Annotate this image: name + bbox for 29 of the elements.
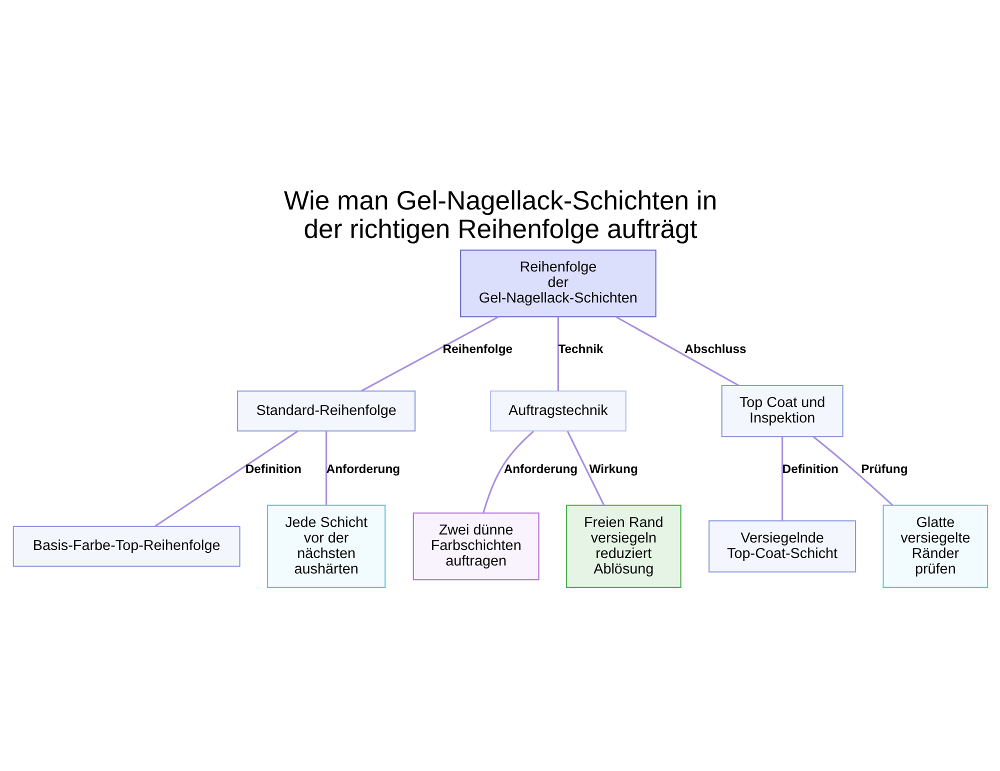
edge-label: Definition	[244, 462, 302, 476]
node-box: Reihenfolge der Gel-Nagellack-Schichten	[460, 250, 656, 318]
connector	[360, 316, 498, 392]
node-box: Glatte versiegelte Ränder prüfen	[882, 504, 988, 588]
node-box: Standard-Reihenfolge	[236, 390, 416, 432]
edge-label: Prüfung	[860, 462, 908, 476]
connector	[482, 430, 534, 514]
connector	[615, 316, 738, 386]
diagram-title: Wie man Gel-Nagellack-Schichten in der richtigen Reihenfolge aufträgt	[283, 185, 717, 244]
node-box: Top Coat und Inspektion	[720, 384, 843, 438]
connector	[556, 316, 559, 391]
edge-label: Technik	[558, 342, 603, 356]
connector	[812, 436, 893, 506]
node-box: Basis-Farbe-Top-Reihenfolge	[12, 526, 240, 567]
connector	[566, 430, 604, 506]
edge-label: Anforderung	[503, 462, 578, 476]
edge-label: Definition	[782, 462, 838, 476]
node-box: Versiegelnde Top-Coat-Schicht	[708, 520, 856, 572]
connector	[154, 430, 298, 527]
connector	[324, 431, 327, 505]
node-box: Zwei dünne Farbschichten auftragen	[412, 512, 539, 580]
edge-label: Wirkung	[588, 462, 638, 476]
node-box: Auftragstechnik	[489, 390, 626, 432]
edge-label: Abschluss	[684, 342, 746, 356]
edge-label: Reihenfolge	[442, 342, 512, 356]
edge-label: Anforderung	[326, 462, 400, 476]
connector	[780, 436, 783, 521]
node-box: Freien Rand versiegeln reduziert Ablösung	[565, 504, 681, 588]
node-box: Jede Schicht vor der nächsten aushärten	[266, 504, 386, 588]
